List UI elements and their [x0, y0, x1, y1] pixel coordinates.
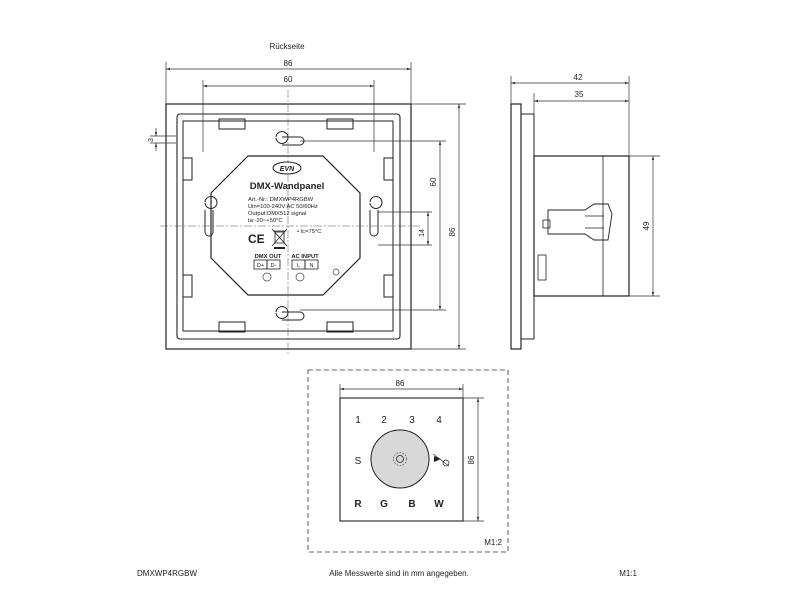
module-input: Uin=100-240V AC 50/60Hz [248, 204, 318, 210]
ac-input-label: AC INPUT [291, 254, 319, 260]
cable-entry [262, 272, 272, 282]
dmx-out-label: DMX OUT [255, 254, 282, 260]
clip-tab [182, 274, 193, 298]
button-s: S [355, 456, 362, 467]
side-frame [510, 103, 522, 350]
keyhole-slot [369, 196, 383, 237]
clip-tab [326, 118, 354, 130]
terminal-label: D- [271, 263, 277, 269]
detail-scale: M1:2 [484, 538, 502, 547]
terminal-label: L [297, 263, 300, 269]
button-3: 3 [409, 415, 415, 426]
side-connector [537, 254, 547, 281]
brand-logo [272, 161, 302, 175]
clip-tab [218, 118, 246, 130]
button-g: G [380, 499, 388, 510]
footer-note: Alle Messwerte sind in mm angegeben. [329, 569, 469, 578]
front-panel [339, 397, 464, 522]
button-r: R [354, 499, 362, 510]
side-view: 42 35 49 [510, 73, 660, 350]
timer-toggle-icon [432, 453, 450, 467]
module-label: EVN DMX-Wandpanel Art.-Nr.: DMXWP4RGBW U… [248, 161, 340, 282]
module-tc: • tc=75°C [297, 229, 322, 235]
clip-tab [383, 274, 394, 298]
footer-article: DMXWP4RGBW [137, 569, 197, 578]
module-housing [210, 155, 361, 296]
module-article: Art.-Nr.: DMXWP4RGBW [248, 197, 314, 203]
dim-front-width: 86 [396, 379, 405, 388]
terminal-clamp [547, 203, 613, 241]
clip-tab [218, 321, 246, 333]
dim-depth-body: 35 [575, 90, 584, 99]
brand-text: EVN [280, 166, 295, 173]
button-b: B [408, 499, 415, 510]
cable-entry [295, 272, 305, 282]
outer-frame [165, 103, 412, 350]
clip-tab [383, 157, 394, 181]
keyhole-slot [204, 196, 218, 237]
button-1: 1 [355, 415, 361, 426]
keyhole-slot [275, 131, 305, 146]
button-4: 4 [436, 415, 442, 426]
front-view: 1 2 3 4 S R G B W 86 86 M1:2 [307, 369, 509, 553]
dim-center: 14 [419, 229, 426, 237]
dim-depth-total: 42 [574, 73, 583, 82]
cable-entry [332, 268, 340, 276]
terminal-box [304, 259, 319, 270]
dim-height-outer: 86 [448, 227, 457, 236]
back-view-dimensions: 86 60 86 60 14 3 [148, 59, 466, 350]
dim-width-outer: 86 [284, 59, 293, 68]
module-output: Output:DMX512 signal [248, 211, 306, 217]
dim-small: 3 [148, 138, 155, 142]
dim-height-inner: 60 [429, 177, 438, 186]
keyhole-slot [275, 306, 305, 321]
terminal-label: D+ [257, 263, 264, 269]
sun-icon [393, 452, 407, 466]
dim-side-height: 49 [642, 221, 651, 230]
detail-frame [307, 369, 509, 553]
module-temp: ta:-20~+50°C [248, 218, 283, 224]
clip-tab [182, 157, 193, 181]
weee-bin-icon [271, 228, 288, 249]
side-body [533, 155, 630, 297]
clip-tab [326, 321, 354, 333]
module-title: DMX-Wandpanel [250, 181, 325, 192]
button-w: W [434, 499, 444, 510]
button-2: 2 [381, 415, 387, 426]
view-title: Rückseite [269, 42, 305, 51]
dim-front-height: 86 [467, 455, 476, 464]
dim-width-inner: 60 [284, 75, 293, 84]
terminal-label: N [310, 263, 314, 269]
ce-mark: CE [248, 232, 265, 246]
footer-scale: M1:1 [619, 569, 637, 578]
inner-frame [176, 113, 401, 340]
back-view [160, 90, 420, 355]
terminal-box [266, 259, 281, 270]
rotary-knob [370, 429, 430, 489]
